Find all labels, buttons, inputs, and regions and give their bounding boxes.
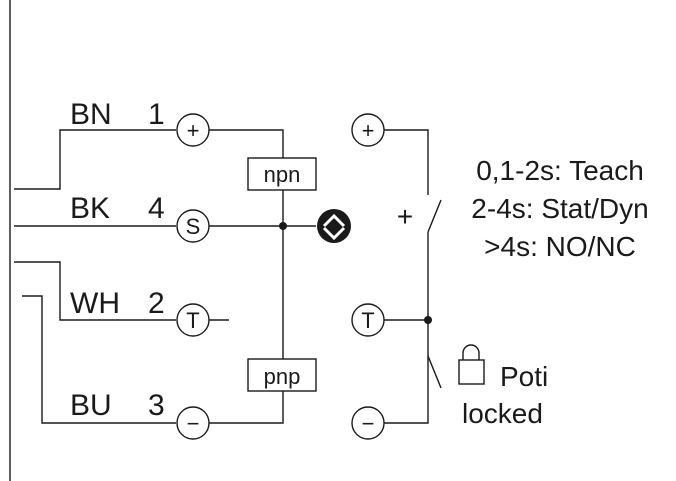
switch-minus-line [384,396,429,424]
wire-bu-line [22,295,176,424]
wire-bn-number: 1 [148,98,165,131]
switch-terminal-t-symbol: T [361,308,374,333]
mode-teach: 0,1-2s: Teach [476,155,644,186]
npn-label: npn [264,162,301,187]
terminal-minus-symbol: − [187,411,200,436]
wire-bu-to-pnp [209,391,284,424]
pnp-box [247,358,317,392]
wire-wh: WH 2 T [14,261,229,337]
wire-bk: BK 4 S [14,192,316,243]
switch-plus-label: + [397,201,413,232]
switch-plus-line [384,129,429,195]
terminal-plus-symbol: + [187,118,200,143]
wire-bn-line [14,129,176,190]
switch-blade-top [427,199,442,233]
switch-terminal-minus-symbol: − [362,411,375,436]
wire-wh-line [14,261,176,321]
wire-bn-color: BN [70,98,112,131]
terminal-s-symbol: S [186,214,201,239]
switch-blade-bottom [427,355,442,389]
mode-stat-dyn: 2-4s: Stat/Dyn [471,193,648,224]
wire-bn: BN 1 + [14,98,284,190]
wire-bu-number: 3 [148,389,165,422]
mode-no-nc: >4s: NO/NC [484,231,636,262]
pnp-label: pnp [264,364,301,389]
wire-bu: BU 3 − [22,295,284,440]
wire-bk-number: 4 [148,192,165,225]
junction-dot-right [424,316,432,324]
terminal-t-symbol: T [186,308,199,333]
switch-terminal-plus-symbol: + [362,118,375,143]
lock-label-locked: locked [462,398,543,429]
wire-wh-color: WH [70,287,120,320]
output-diamond-icon [317,209,351,243]
junction-dot-left [279,222,287,230]
npn-box [247,157,317,191]
wire-bk-color: BK [70,192,110,225]
wire-bn-to-npn [209,129,284,158]
lock-label-poti: Poti [500,361,548,392]
wire-bu-color: BU [70,389,112,422]
switch-circuit: + + T − [351,113,442,440]
lock-icon [458,344,485,385]
wire-wh-number: 2 [148,287,165,320]
